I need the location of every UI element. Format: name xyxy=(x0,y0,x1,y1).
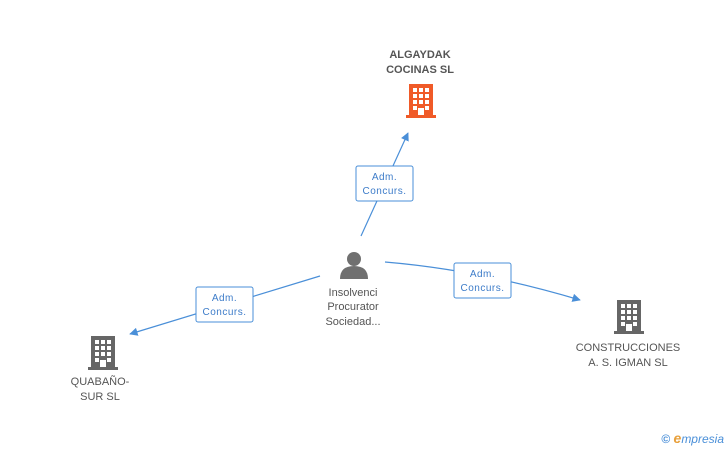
node-construcciones-label-2: A. S. IGMAN SL xyxy=(588,357,667,369)
node-algaydak[interactable]: ALGAYDAK COCINAS SL xyxy=(386,49,454,118)
node-center[interactable]: Insolvenci Procurator Sociedad... xyxy=(325,252,381,328)
edge-label-construcciones[interactable]: Adm. Concurs. xyxy=(453,262,512,299)
node-construcciones[interactable]: CONSTRUCCIONES A. S. IGMAN SL xyxy=(576,300,681,369)
svg-text:Adm.: Adm. xyxy=(212,293,237,304)
node-algaydak-label-1: ALGAYDAK xyxy=(389,49,450,61)
edge-label-algaydak[interactable]: Adm. Concurs. xyxy=(355,165,414,202)
building-icon xyxy=(406,84,436,118)
edge-label-quabano[interactable]: Adm. Concurs. xyxy=(195,286,254,323)
node-center-label-2: Procurator xyxy=(327,301,379,313)
node-quabano[interactable]: QUABAÑO- SUR SL xyxy=(71,336,130,403)
edge-to-quabano: Adm. Concurs. xyxy=(129,275,321,336)
building-icon xyxy=(88,336,118,370)
node-quabano-label-1: QUABAÑO- xyxy=(71,375,130,388)
copyright-symbol: © xyxy=(661,432,671,446)
brand-name: mpresia xyxy=(681,432,724,446)
node-construcciones-label-1: CONSTRUCCIONES xyxy=(576,342,681,354)
node-quabano-label-2: SUR SL xyxy=(80,391,120,403)
empresia-watermark: © empresia xyxy=(661,430,724,446)
edge-to-algaydak: Adm. Concurs. xyxy=(355,132,414,237)
node-center-label-3: Sociedad... xyxy=(325,316,380,328)
svg-text:Concurs.: Concurs. xyxy=(362,186,406,197)
node-algaydak-label-2: COCINAS SL xyxy=(386,64,454,76)
person-icon xyxy=(340,252,368,279)
svg-text:Concurs.: Concurs. xyxy=(460,283,504,294)
node-center-label-1: Insolvenci xyxy=(329,287,378,299)
brand-initial: e xyxy=(673,430,682,446)
svg-text:Adm.: Adm. xyxy=(372,172,397,183)
svg-text:Adm.: Adm. xyxy=(470,269,495,280)
building-icon xyxy=(614,300,644,334)
svg-text:Concurs.: Concurs. xyxy=(202,307,246,318)
edge-to-construcciones: Adm. Concurs. xyxy=(384,261,581,302)
